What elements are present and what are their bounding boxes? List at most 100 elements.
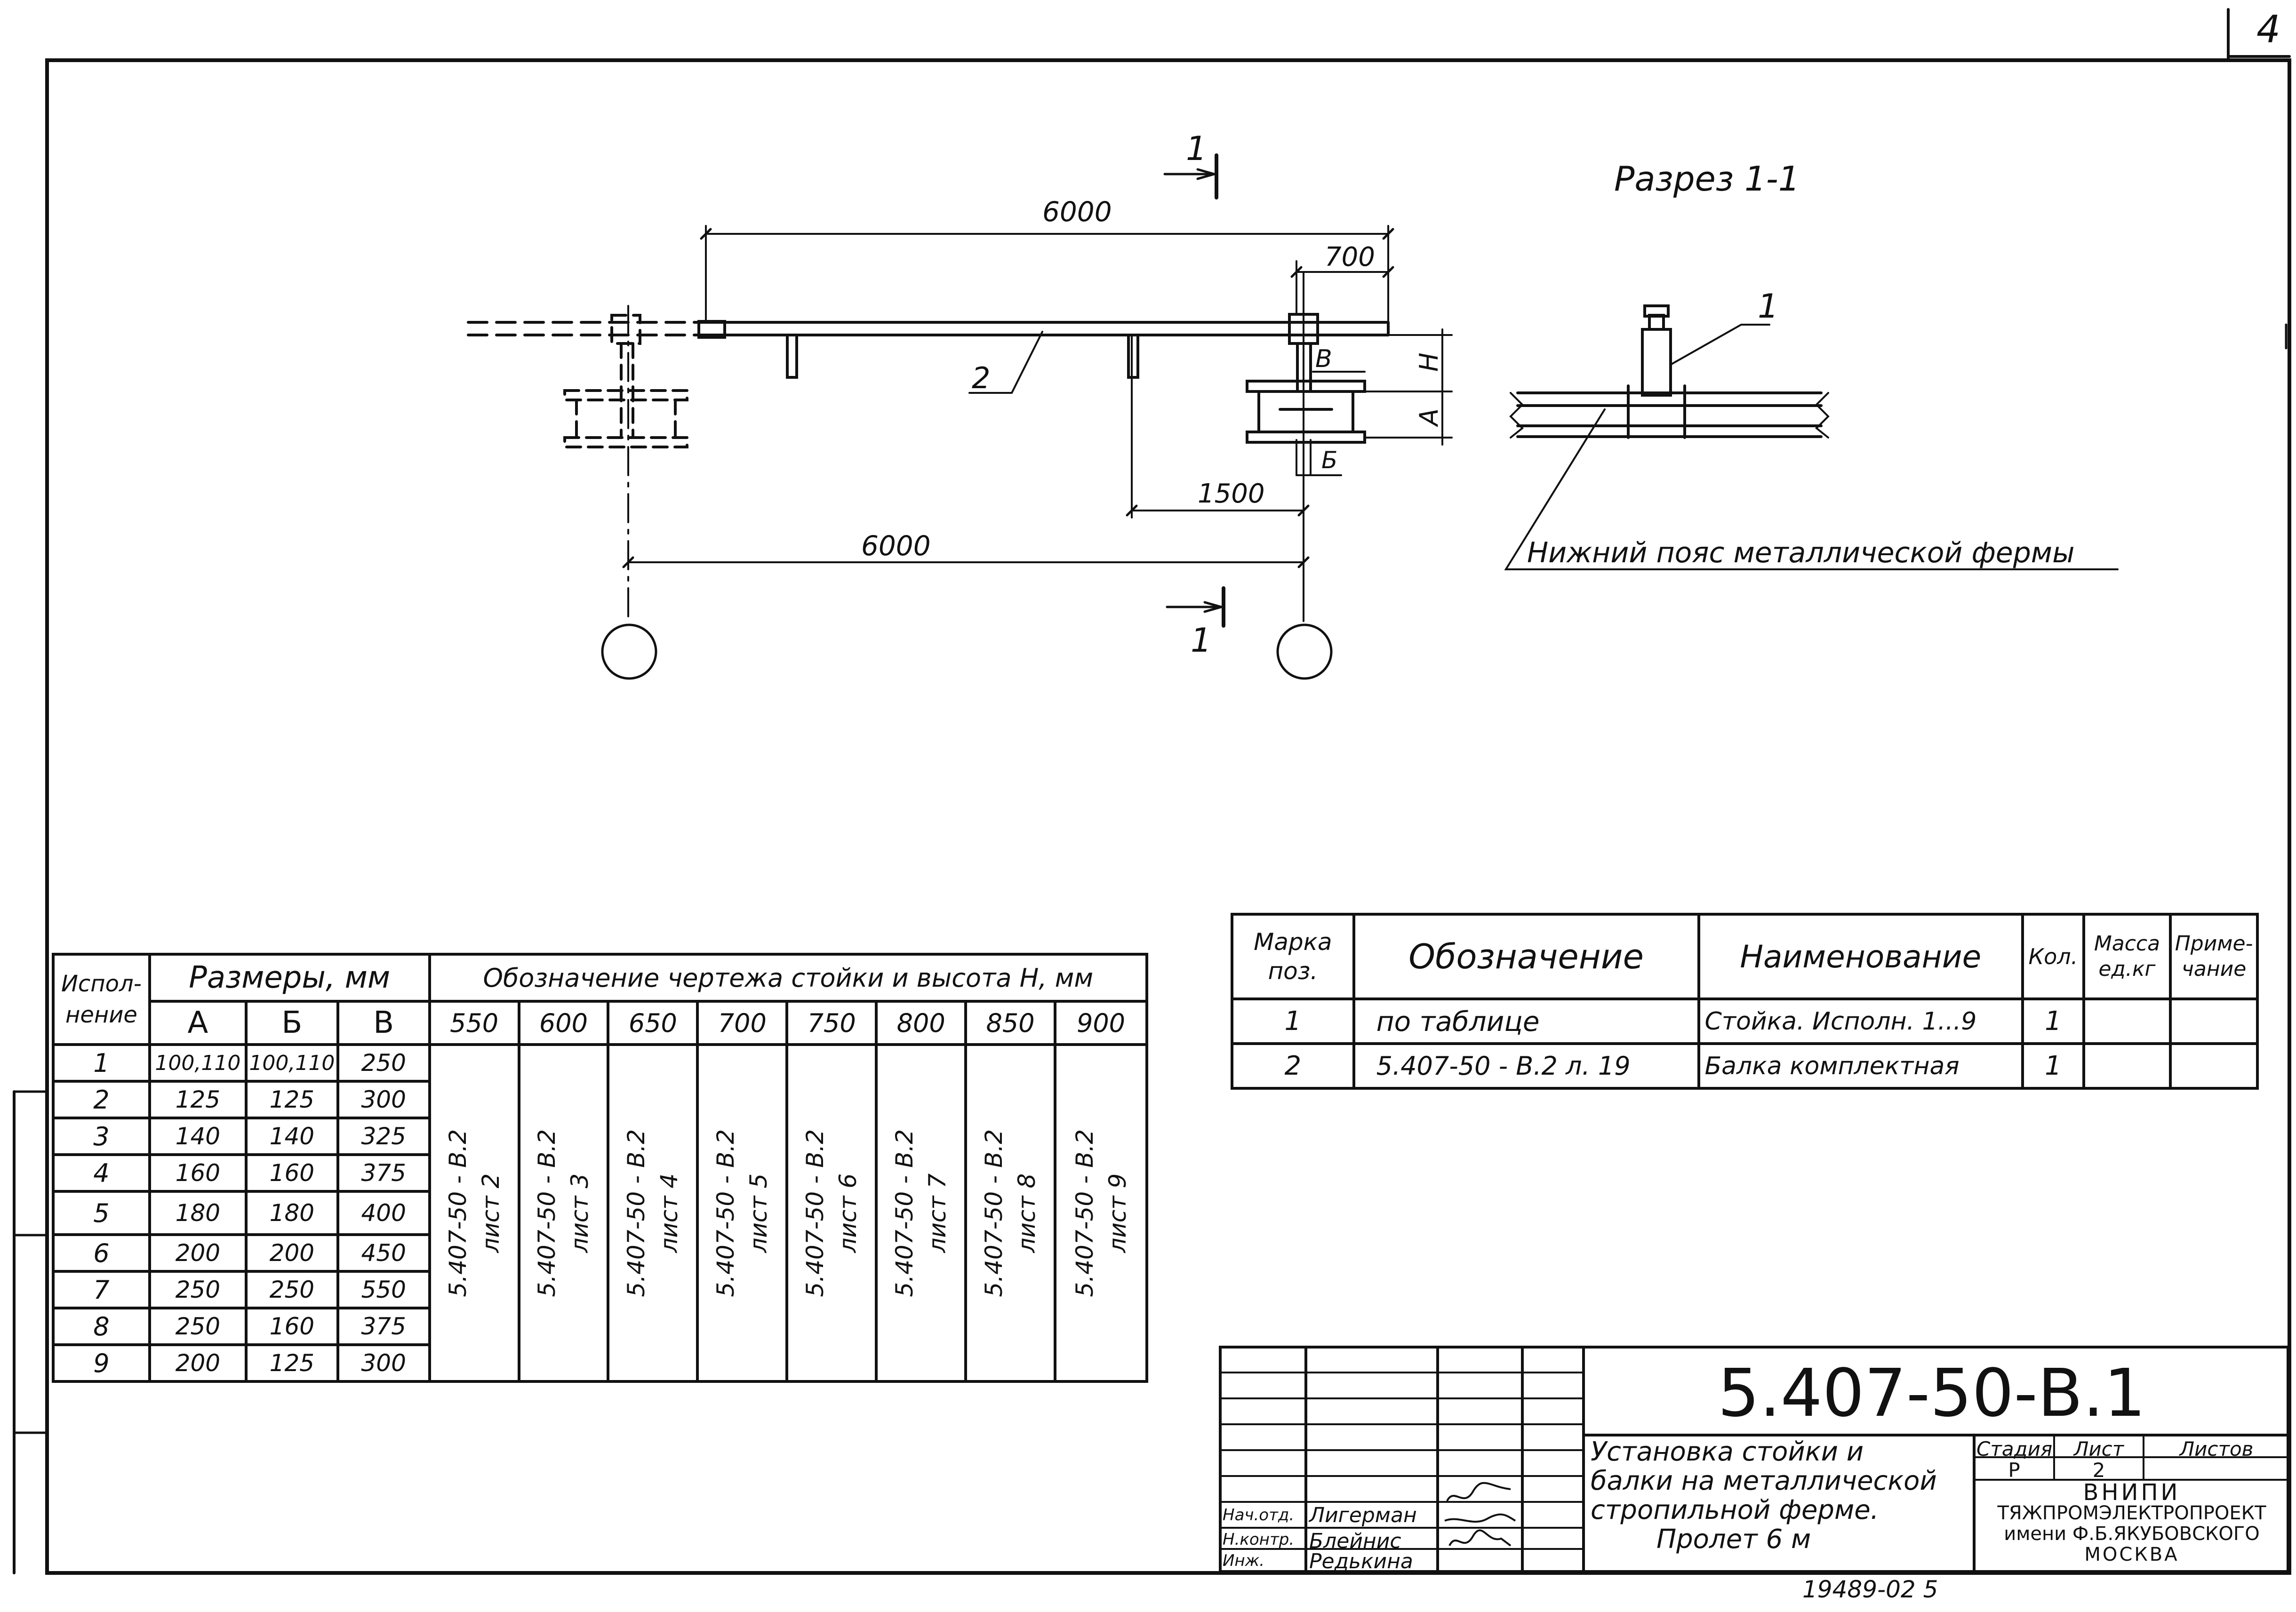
drawing-ref-750: 5.407-50 - В.2 лист 6 bbox=[785, 1043, 878, 1383]
table-row: 3 140 140 325 bbox=[52, 1117, 1147, 1156]
height-550: 550 bbox=[428, 1000, 520, 1046]
table-row: 8 250 160 375 bbox=[52, 1307, 1147, 1346]
cell-v: 250 bbox=[336, 1043, 431, 1083]
cell-variant: 5 bbox=[52, 1190, 151, 1236]
height-650: 650 bbox=[607, 1000, 699, 1046]
title-block: 5.407-50-В.1 Установка стойки и балки на… bbox=[1219, 1346, 2289, 1573]
cell-variant: 1 bbox=[52, 1043, 151, 1083]
cell-a: 160 bbox=[148, 1153, 248, 1193]
cell-a: 140 bbox=[148, 1117, 248, 1156]
cell-b: 125 bbox=[244, 1343, 339, 1383]
cell-v: 450 bbox=[336, 1233, 431, 1273]
cell-a: 200 bbox=[148, 1233, 248, 1273]
cell-designation: 5.407-50 - В.2 л. 19 bbox=[1352, 1042, 1700, 1090]
signature-marks bbox=[1444, 1482, 1516, 1547]
cell-a: 180 bbox=[148, 1190, 248, 1236]
cell-variant: 4 bbox=[52, 1153, 151, 1193]
stage-label: Стадия bbox=[1976, 1437, 2053, 1460]
cell-variant: 3 bbox=[52, 1117, 151, 1156]
spec-header-note: Приме- чание bbox=[2169, 913, 2259, 1000]
dim-label-a: А bbox=[1414, 408, 1444, 427]
cell-variant: 8 bbox=[52, 1307, 151, 1346]
size-header-v: В bbox=[336, 1000, 431, 1046]
position-1-label: 1 bbox=[1758, 287, 1779, 326]
cell-note bbox=[2169, 1042, 2259, 1090]
drawing-ref-850: 5.407-50 - В.2 лист 8 bbox=[964, 1043, 1057, 1383]
col-drawing-header: Обозначение чертежа стойки и высота Н, м… bbox=[428, 953, 1149, 1003]
cell-mark: 2 bbox=[1231, 1042, 1355, 1090]
cell-qty: 1 bbox=[2021, 1042, 2085, 1090]
cell-name: Балка комплектная bbox=[1697, 1042, 2024, 1090]
cell-variant: 6 bbox=[52, 1233, 151, 1273]
cell-mass bbox=[2082, 1042, 2172, 1090]
cell-a: 100,110 bbox=[148, 1043, 248, 1083]
dim-label-b: Б bbox=[1321, 447, 1337, 474]
cell-variant: 7 bbox=[52, 1270, 151, 1309]
cell-note bbox=[2169, 998, 2259, 1045]
table-row: 2 125 125 300 bbox=[52, 1080, 1147, 1119]
cell-a: 250 bbox=[148, 1307, 248, 1346]
table-row: 5 180 180 400 bbox=[52, 1190, 1147, 1236]
table-row: 1 по таблице Стойка. Исполн. 1...9 1 bbox=[1231, 998, 2259, 1045]
table-row: 1 100,110 100,110 250 5.407-50 - В.2 лис… bbox=[52, 1043, 1148, 1383]
chord-label: Нижний пояс металлической фермы bbox=[1527, 536, 2074, 569]
sheets-label: Листов bbox=[2179, 1437, 2254, 1460]
section-title: Разрез 1-1 bbox=[1614, 159, 1800, 199]
title-block-grid bbox=[1219, 1346, 2289, 1573]
cell-b: 180 bbox=[244, 1190, 339, 1236]
drawing-ref-650: 5.407-50 - В.2 лист 4 bbox=[607, 1043, 699, 1383]
drawing-title: Установка стойки и балки на металлическо… bbox=[1591, 1436, 1937, 1555]
table-row: 6 200 200 450 bbox=[52, 1233, 1147, 1273]
height-700: 700 bbox=[696, 1000, 789, 1046]
cell-b: 250 bbox=[244, 1270, 339, 1309]
cell-mark: 1 bbox=[1231, 998, 1355, 1045]
cut-label-top: 1 bbox=[1186, 129, 1207, 168]
cell-b: 160 bbox=[244, 1307, 339, 1346]
spec-table: Марка поз. Обозначение Наименование Кол.… bbox=[1231, 913, 2259, 1090]
table-row: 7 250 250 550 bbox=[52, 1270, 1147, 1309]
drawing-ref-900: 5.407-50 - В.2 лист 9 bbox=[1054, 1043, 1148, 1383]
table-row: 9 200 125 300 bbox=[52, 1343, 1147, 1383]
bottom-number: 19489-02 5 bbox=[1802, 1576, 1938, 1603]
cell-v: 375 bbox=[336, 1153, 431, 1193]
drawing-ref-550: 5.407-50 - В.2 лист 2 bbox=[428, 1043, 520, 1383]
signature-role-2: Н.контр. bbox=[1223, 1530, 1295, 1549]
cell-variant: 2 bbox=[52, 1080, 151, 1119]
cell-b: 160 bbox=[244, 1153, 339, 1193]
cell-b: 200 bbox=[244, 1233, 339, 1273]
height-850: 850 bbox=[964, 1000, 1057, 1046]
cell-v: 300 bbox=[336, 1343, 431, 1383]
dim-top-6000: 6000 bbox=[1042, 196, 1112, 228]
sheet-corner-number: 4 bbox=[2256, 8, 2280, 51]
cell-variant: 9 bbox=[52, 1343, 151, 1383]
drawing-ref-600: 5.407-50 - В.2 лист 3 bbox=[517, 1043, 610, 1383]
spec-header-name: Наименование bbox=[1697, 913, 2024, 1000]
cell-a: 250 bbox=[148, 1270, 248, 1309]
variants-table: Испол- нение Размеры, мм Обозначение чер… bbox=[52, 953, 1149, 1383]
sheet-value: 2 bbox=[2092, 1459, 2105, 1482]
cell-v: 325 bbox=[336, 1117, 431, 1156]
sheet-frame bbox=[45, 58, 2291, 1575]
dim-700: 700 bbox=[1325, 242, 1375, 272]
organization: ВНИПИ ТЯЖПРОМЭЛЕКТРОПРОЕКТ имени Ф.Б.ЯКУ… bbox=[1997, 1479, 2266, 1565]
dim-1500: 1500 bbox=[1198, 479, 1265, 509]
size-header-b: Б bbox=[244, 1000, 339, 1046]
spec-header-designation: Обозначение bbox=[1352, 913, 1700, 1000]
drawing-ref-700: 5.407-50 - В.2 лист 5 bbox=[696, 1043, 789, 1383]
cell-a: 125 bbox=[148, 1080, 248, 1119]
size-header-a: А bbox=[148, 1000, 248, 1046]
table-row: 4 160 160 375 bbox=[52, 1153, 1147, 1193]
signature-role-1: Нач.отд. bbox=[1223, 1506, 1295, 1524]
cell-name: Стойка. Исполн. 1...9 bbox=[1697, 998, 2024, 1045]
cell-a: 200 bbox=[148, 1343, 248, 1383]
document-code: 5.407-50-В.1 bbox=[1718, 1355, 2146, 1432]
signature-role-3: Инж. bbox=[1223, 1551, 1265, 1570]
stage-value: Р bbox=[2008, 1459, 2020, 1482]
col-variant-header: Испол- нение bbox=[52, 953, 151, 1046]
cell-mass bbox=[2082, 998, 2172, 1045]
height-600: 600 bbox=[517, 1000, 610, 1046]
signature-name-3: Редькина bbox=[1309, 1549, 1413, 1573]
signature-name-1: Лигерман bbox=[1309, 1503, 1417, 1527]
cell-v: 550 bbox=[336, 1270, 431, 1309]
